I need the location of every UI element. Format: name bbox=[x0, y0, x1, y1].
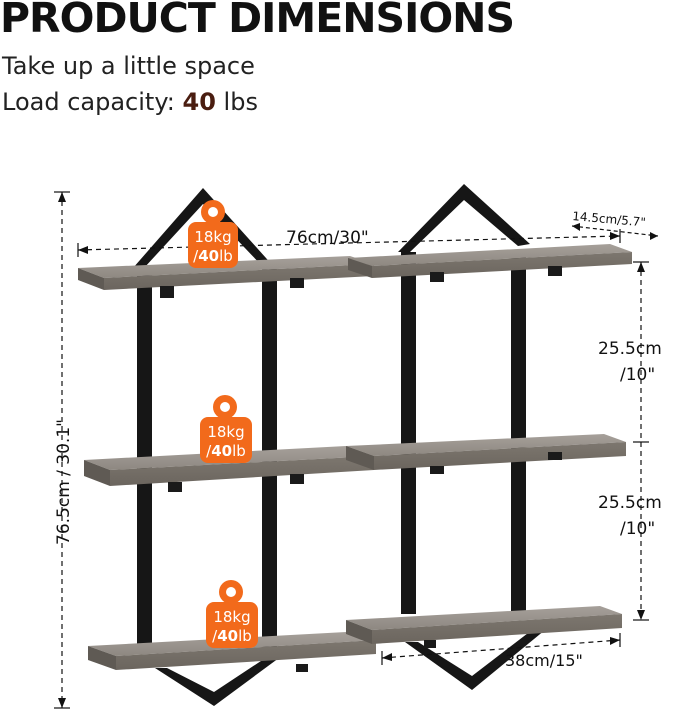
depth-label: 14.5cm/5.7" bbox=[572, 209, 647, 229]
brackets bbox=[160, 266, 562, 672]
spacing-bottom-cm: 25.5cm bbox=[598, 493, 662, 513]
shelf-middle-right bbox=[346, 434, 626, 470]
badge-top-kg: 18kg bbox=[194, 228, 231, 246]
right-bottom-triangle bbox=[405, 630, 545, 690]
spacing-top-cm: 25.5cm bbox=[598, 339, 662, 359]
badge-top-lb: /40lb bbox=[193, 247, 233, 265]
subtitle: Take up a little space bbox=[2, 52, 255, 80]
width-label: 76cm/30" bbox=[286, 228, 369, 248]
shelf-bottom-right bbox=[346, 606, 622, 644]
load-capacity: Load capacity: 40 lbs bbox=[2, 88, 258, 116]
load-badge-bottom: 18kg /40lb bbox=[206, 580, 258, 648]
width-dim-line bbox=[77, 235, 621, 251]
spacing-bottom-in: /10" bbox=[620, 519, 655, 539]
load-badge-top: 18kg /40lb bbox=[188, 200, 238, 268]
depth-dim-line bbox=[571, 225, 659, 237]
shelf-top-right bbox=[348, 244, 632, 278]
shelf-width-label: 38cm/15" bbox=[505, 651, 583, 670]
right-top-triangle bbox=[398, 184, 530, 252]
left-bottom-triangle bbox=[155, 655, 283, 706]
right-frame bbox=[398, 184, 545, 690]
badge-middle-lb: /40lb bbox=[206, 442, 246, 460]
right-post-2 bbox=[511, 252, 526, 614]
height-label: 76.5cm / 30.1" bbox=[54, 419, 74, 545]
badge-bottom-kg: 18kg bbox=[213, 608, 250, 626]
dimension-arrows bbox=[58, 192, 658, 708]
spacing-top-in: /10" bbox=[620, 365, 655, 385]
badge-bottom-lb: /40lb bbox=[212, 627, 252, 645]
shelf-width-dim-line bbox=[381, 639, 621, 659]
badge-middle-kg: 18kg bbox=[207, 423, 244, 441]
load-capacity-value: 40 bbox=[182, 88, 216, 116]
right-post-1 bbox=[401, 252, 416, 614]
load-capacity-unit: lbs bbox=[215, 88, 258, 116]
page-title: PRODUCT DIMENSIONS bbox=[0, 0, 515, 42]
dimension-lines bbox=[54, 191, 659, 709]
load-capacity-label: Load capacity: bbox=[2, 88, 183, 116]
load-badge-middle: 18kg /40lb bbox=[200, 395, 252, 463]
